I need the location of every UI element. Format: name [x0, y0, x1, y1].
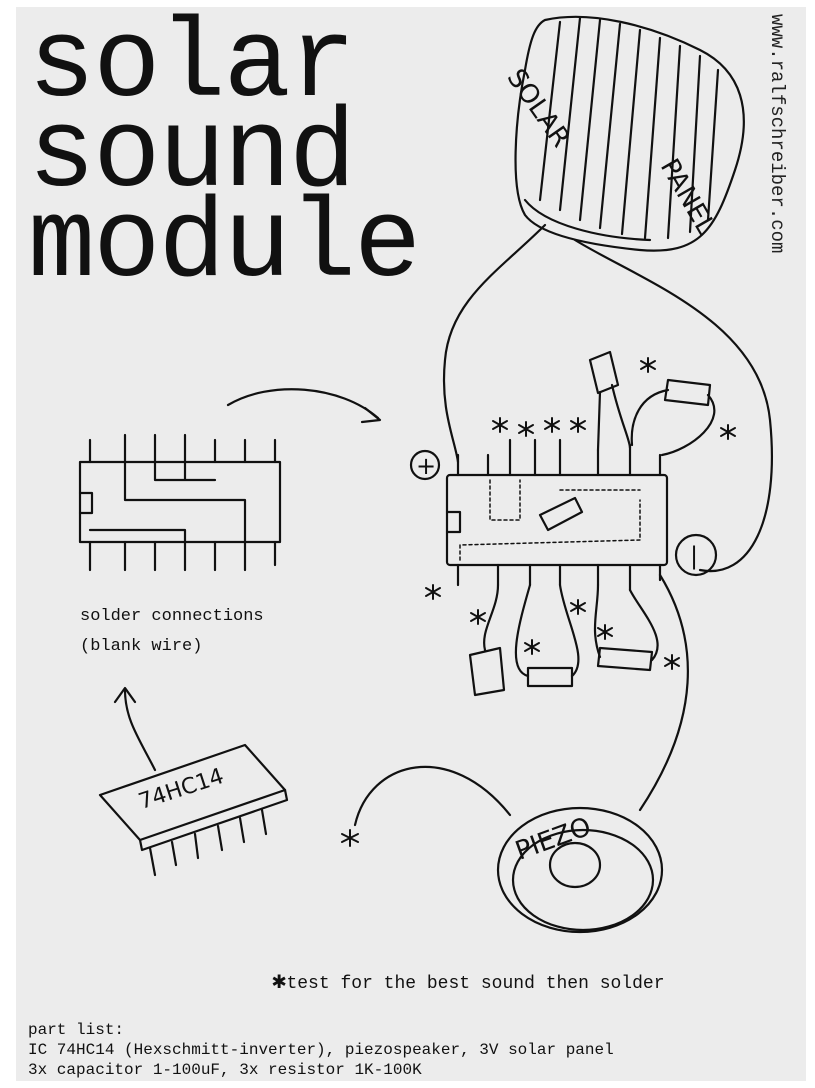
resistor-bottom-2 [596, 646, 654, 672]
resistor-top [663, 378, 712, 407]
part-list: part list: IC 74HC14 (Hexschmitt-inverte… [28, 1020, 614, 1080]
ic-chip-main [445, 438, 669, 592]
resistor-bottom-1 [526, 666, 574, 688]
part-list-line-2: 3x capacitor 1-100uF, 3x resistor 1K-100… [28, 1061, 422, 1079]
solder-caption-line-2: (blank wire) [80, 637, 203, 656]
solar-panel: SOLAR PANEL [501, 15, 745, 252]
chip-label: 74HC14 [136, 764, 227, 815]
title-line-3: module [28, 182, 421, 309]
ic-74hc14-drawing: 74HC14 [98, 743, 289, 877]
title-line-1: solar [28, 2, 356, 129]
piezo-speaker: PIEZO [496, 806, 664, 934]
capacitor-bottom [468, 646, 506, 697]
plus-label: + [416, 452, 436, 480]
arrow-to-main-ic [226, 388, 380, 420]
capacitor-top [588, 350, 620, 395]
asterisk-icon: ✱ [272, 969, 287, 996]
test-note-text: test for the best sound then solder [286, 974, 665, 994]
wire-positive [442, 223, 547, 464]
wire-piezo-right [638, 573, 689, 812]
part-list-heading: part list: [28, 1021, 125, 1039]
ic-bottom-pins [456, 563, 662, 592]
plus-circle-icon [409, 449, 441, 481]
piezo-label: PIEZO [512, 812, 596, 867]
solar-label: SOLAR [501, 64, 576, 153]
solder-caption-line-1: solder connections [80, 607, 264, 626]
part-list-line-1: IC 74HC14 (Hexschmitt-inverter), piezosp… [28, 1041, 614, 1059]
ic-top-pins [456, 438, 662, 477]
minus-label: | [690, 542, 698, 570]
paper-sheet [16, 7, 806, 1081]
test-asterisks [341, 357, 736, 847]
ic-pinout-sketch [78, 433, 282, 572]
wire-negative [573, 238, 774, 573]
solder-caption: solder connections (blank wire) [80, 602, 264, 662]
minus-circle-icon [674, 533, 718, 577]
test-note: ✱test for the best sound then solder [272, 966, 665, 996]
wire-piezo-left [353, 765, 512, 827]
arrow-to-pinout [123, 688, 157, 772]
title-line-2: sound [28, 92, 356, 219]
